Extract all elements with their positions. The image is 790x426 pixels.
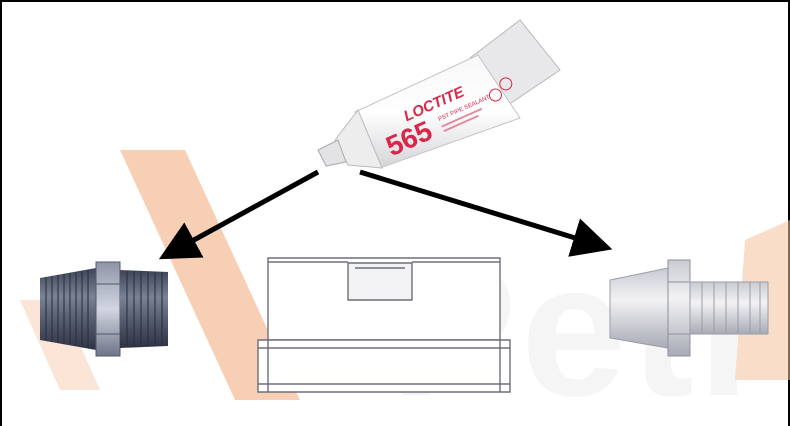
center-manifold-block <box>258 258 510 392</box>
right-fitting-threads <box>610 268 668 348</box>
right-fitting-hex <box>668 260 690 356</box>
loctite-tube: LOCTITE 565 PST PIPE SEALANT <box>318 20 560 168</box>
left-fitting-hex <box>96 262 120 356</box>
left-threaded-fitting <box>40 262 168 356</box>
